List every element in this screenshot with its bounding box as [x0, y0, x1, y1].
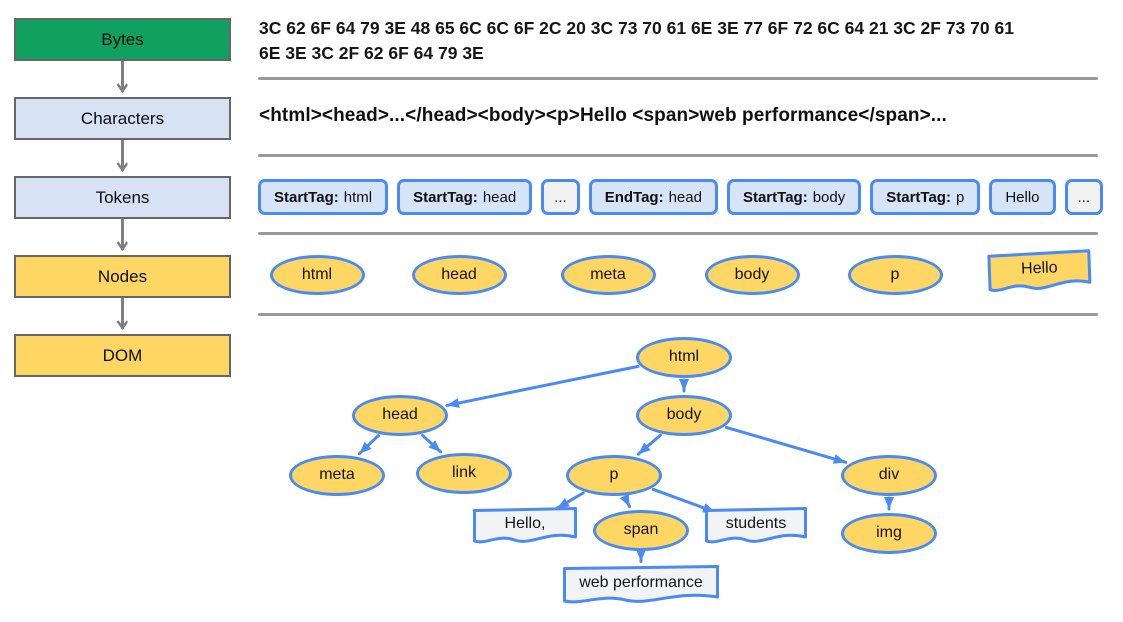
- tree-text-node-students: students: [705, 507, 807, 547]
- divider-nodes: [258, 313, 1098, 316]
- node-label: students: [725, 514, 787, 532]
- node-ellipse-body: body: [704, 255, 800, 295]
- node-label: body: [734, 266, 770, 283]
- document-shape: [473, 507, 577, 544]
- tree-edge-p-students: [651, 487, 717, 514]
- node-label: meta: [590, 266, 626, 283]
- token-type: StartTag:: [413, 188, 478, 206]
- tree-edge-p-hello: [555, 491, 585, 510]
- pipeline-stage-characters: Characters: [14, 97, 231, 140]
- node-ellipse-html: html: [269, 255, 365, 295]
- node-ellipse-meta: meta: [560, 255, 656, 295]
- divider-tokens: [258, 232, 1098, 235]
- node-label: meta: [319, 466, 355, 483]
- node-label: div: [878, 466, 900, 483]
- token-value: p: [955, 188, 965, 206]
- token-chip: StartTag:html: [258, 179, 389, 215]
- token-value: head: [482, 188, 517, 206]
- tree-node-div: div: [841, 454, 937, 496]
- tree-node-meta: meta: [289, 454, 385, 496]
- tree-edge-head-meta: [357, 434, 380, 456]
- node-label: head: [441, 266, 477, 283]
- tree-node-body: body: [636, 394, 732, 436]
- divider-characters: [258, 154, 1098, 157]
- node-label: Hello,: [504, 514, 546, 532]
- node-label: body: [666, 406, 702, 423]
- stage-label: Bytes: [101, 29, 144, 49]
- token-chip: ...: [541, 179, 580, 215]
- document-shape: [986, 248, 1091, 292]
- token-type: StartTag:: [886, 188, 951, 206]
- tree-edge-html-head: [445, 364, 640, 408]
- tree-edge-body-div: [724, 425, 848, 464]
- token-value: head: [668, 188, 702, 206]
- node-label: span: [623, 521, 659, 538]
- tree-edge-p-span: [619, 493, 632, 509]
- tree-edge-head-link: [421, 433, 443, 454]
- token-chip: StartTag:p: [870, 179, 981, 215]
- pipeline-stage-bytes: Bytes: [14, 18, 231, 61]
- tree-node-html: html: [636, 336, 732, 378]
- tree-text-node-webperf: web performance: [563, 565, 719, 607]
- pipeline-stage-tokens: Tokens: [14, 176, 231, 219]
- document-shape: [563, 565, 719, 604]
- token-value: ...: [554, 188, 567, 206]
- node-label: img: [876, 524, 902, 541]
- token-value: ...: [1077, 188, 1091, 206]
- document-shape: [705, 507, 807, 544]
- stage-label: Tokens: [95, 187, 150, 207]
- node-label: web performance: [579, 573, 703, 591]
- tree-node-head: head: [352, 394, 448, 436]
- bytes-hex-line2: 6E 3E 3C 2F 62 6F 64 79 3E: [259, 43, 484, 63]
- node-label: head: [382, 406, 418, 423]
- stage-label: Characters: [80, 108, 165, 128]
- stage-label: Nodes: [97, 266, 148, 286]
- token-chip: StartTag:head: [397, 179, 533, 215]
- node-label: html: [668, 348, 700, 365]
- bytes-hex-text: 3C 62 6F 64 79 3E 48 65 6C 6C 6F 2C 20 3…: [259, 16, 1014, 66]
- token-type: StartTag:: [274, 188, 339, 206]
- node-label: link: [451, 464, 476, 481]
- characters-text: <html><head>...</head><body><p>Hello <sp…: [259, 105, 947, 126]
- node-label: p: [609, 466, 619, 483]
- tree-edge-body-p: [636, 433, 662, 456]
- node-ellipse-head: head: [411, 255, 507, 295]
- node-text-hello: Hello: [986, 248, 1091, 296]
- token-type: StartTag:: [742, 188, 808, 206]
- token-chip: Hello: [989, 179, 1056, 215]
- tree-node-span: span: [593, 509, 689, 551]
- node-label: html: [301, 266, 333, 283]
- stage-label: DOM: [102, 345, 143, 365]
- token-chip: StartTag:body: [726, 179, 862, 215]
- node-label: Hello: [1020, 258, 1058, 278]
- bytes-hex-line1: 3C 62 6F 64 79 3E 48 65 6C 6C 6F 2C 20 3…: [259, 18, 1014, 38]
- pipeline-stage-dom: DOM: [14, 334, 231, 377]
- token-value: body: [812, 188, 846, 206]
- pipeline-stage-nodes: Nodes: [14, 255, 231, 298]
- tree-node-img: img: [841, 512, 937, 554]
- tree-node-link: link: [416, 452, 512, 494]
- node-label: p: [890, 266, 900, 283]
- divider-bytes: [258, 77, 1098, 80]
- token-chip: ...: [1064, 179, 1104, 215]
- tree-node-p: p: [566, 454, 662, 496]
- node-ellipse-p: p: [847, 255, 943, 295]
- token-type: EndTag:: [604, 188, 664, 206]
- token-chip: EndTag:head: [588, 179, 718, 215]
- tree-text-node-hello: Hello,: [473, 507, 577, 547]
- token-value: Hello: [1005, 188, 1040, 206]
- token-value: html: [343, 188, 373, 206]
